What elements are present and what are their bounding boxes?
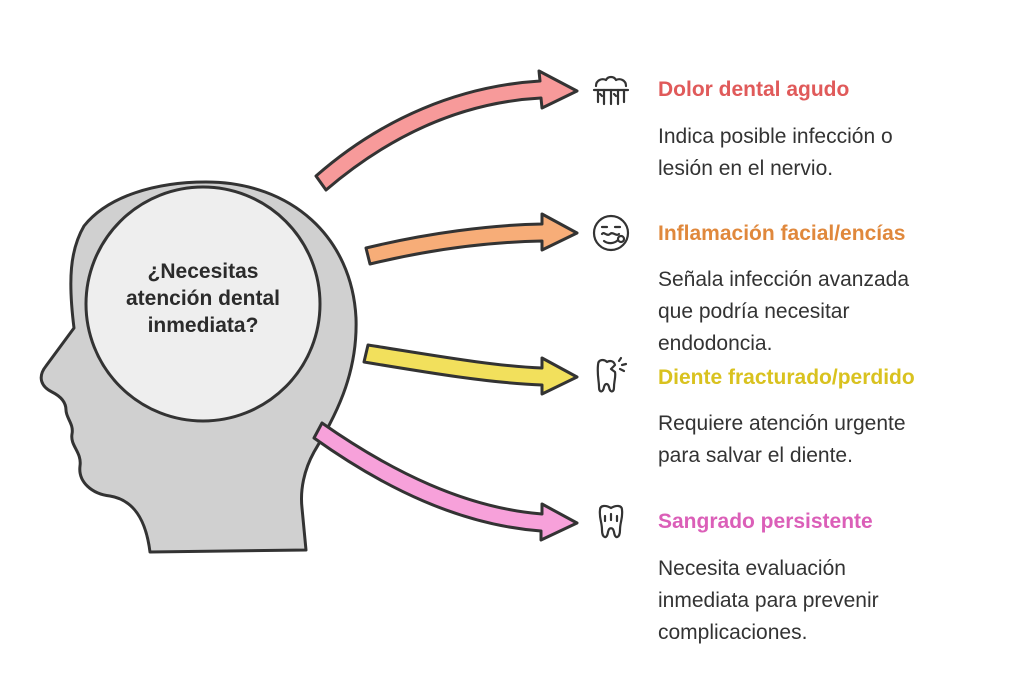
item-title-dolor: Dolor dental agudo bbox=[658, 78, 850, 101]
item-desc-inflamacion: Señala infección avanzada que podría nec… bbox=[658, 264, 988, 360]
item-desc-line: Requiere atención urgente bbox=[658, 412, 906, 435]
item-desc-line: Indica posible infección o bbox=[658, 125, 893, 148]
item-title-diente: Diente fracturado/perdido bbox=[658, 366, 915, 389]
item-desc-line: Necesita evaluación bbox=[658, 557, 846, 580]
teeth-pain-icon bbox=[592, 75, 630, 106]
item-title-sangrado: Sangrado persistente bbox=[658, 510, 873, 533]
item-desc-line: inmediata para prevenir bbox=[658, 589, 879, 612]
center-question: ¿Necesitas atención dental inmediata? bbox=[98, 258, 308, 339]
item-desc-sangrado: Necesita evaluación inmediata para preve… bbox=[658, 553, 988, 649]
center-question-line-2: atención dental bbox=[125, 287, 281, 310]
item-desc-line: Señala infección avanzada bbox=[658, 268, 910, 291]
arrow-dolor bbox=[314, 69, 579, 192]
arrow-diente bbox=[362, 343, 579, 396]
item-title-inflamacion: Inflamación facial/encías bbox=[658, 222, 906, 245]
center-question-line-3: inmediata? bbox=[147, 314, 259, 337]
bleeding-tooth-icon bbox=[598, 504, 624, 539]
item-desc-diente: Requiere atención urgente para salvar el… bbox=[658, 408, 988, 472]
item-desc-line: que podría necesitar bbox=[658, 300, 850, 323]
item-desc-line: para salvar el diente. bbox=[658, 444, 853, 467]
swollen-face-icon bbox=[592, 214, 630, 252]
arrow-sangrado bbox=[312, 421, 579, 542]
item-desc-line: complicaciones. bbox=[658, 621, 808, 644]
head-circle bbox=[84, 185, 322, 423]
broken-tooth-icon bbox=[596, 356, 628, 393]
item-desc-line: lesión en el nervio. bbox=[658, 157, 834, 180]
item-desc-line: endodoncia. bbox=[658, 332, 773, 355]
center-question-line-1: ¿Necesitas bbox=[147, 260, 259, 283]
arrow-inflamacion bbox=[364, 212, 579, 266]
item-desc-dolor: Indica posible infección o lesión en el … bbox=[658, 121, 988, 185]
